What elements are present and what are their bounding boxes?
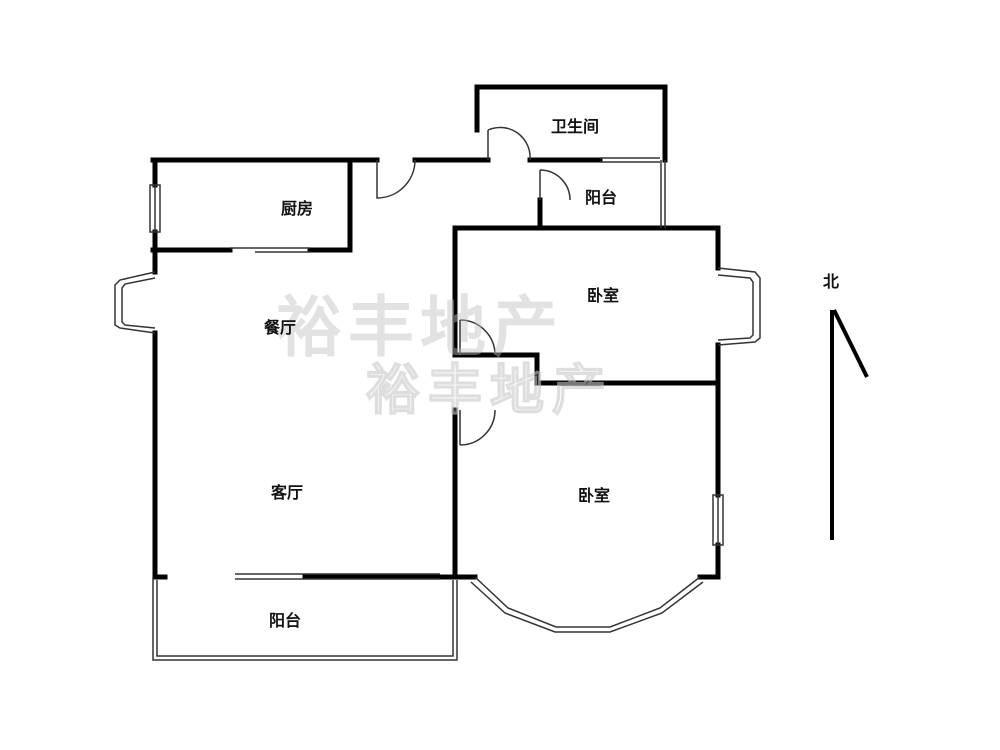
room-label-kitchen: 厨房 (280, 199, 314, 218)
watermark-outline: 裕丰地产 (365, 358, 614, 423)
thin-lines (114, 126, 761, 661)
north-label: 北 (822, 272, 840, 291)
room-label-balcony-small: 阳台 (584, 188, 618, 207)
walls (150, 84, 721, 580)
watermark: 裕丰地产 (276, 289, 564, 366)
north-arrow (830, 309, 869, 540)
room-label-bathroom: 卫生间 (550, 117, 600, 136)
room-label-bedroom-north: 卧室 (586, 286, 620, 305)
room-label-balcony-large: 阳台 (268, 611, 302, 630)
room-label-bedroom-south: 卧室 (577, 486, 611, 505)
room-label-living: 客厅 (270, 483, 304, 502)
room-label-dining: 餐厅 (263, 318, 297, 337)
